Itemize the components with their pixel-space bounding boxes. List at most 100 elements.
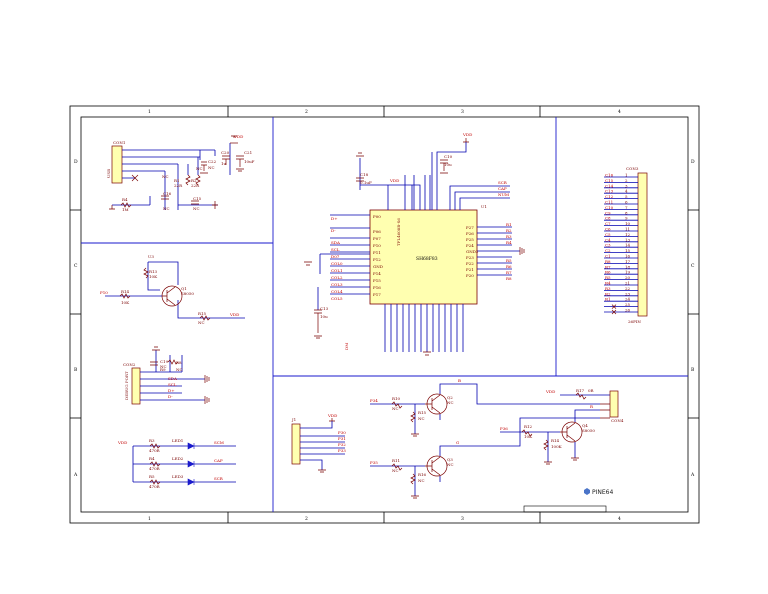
q2-val: NC: [447, 400, 454, 405]
res-r10-ref: R10: [392, 396, 401, 401]
switch-vdd: VDD: [229, 312, 239, 317]
mcu-left-sig-1: D-: [331, 228, 336, 233]
cap-c10-ref: C10: [444, 154, 453, 159]
matrix-pin-number: 22: [625, 286, 631, 291]
led-vdd: VDD: [117, 440, 127, 445]
matrix-net-label: C4: [605, 237, 611, 242]
cap-c19-val: NC: [160, 364, 167, 369]
debug-sig-dm: D-: [168, 394, 173, 399]
matrix-con-ref: CON3: [626, 166, 639, 171]
matrix-net-label: R7: [605, 264, 611, 269]
res-r14b-val: 100K: [551, 444, 563, 449]
mcu-bottom-label: DM: [344, 343, 349, 350]
cap-c10-val: 10u: [444, 162, 452, 167]
usb-nc-2: NC: [196, 166, 203, 171]
matrix-net-label: R1: [605, 297, 611, 302]
cap-c16-ref: C16: [163, 191, 172, 196]
matrix-pin-number: 13: [625, 237, 631, 242]
matrix-pin-number: 16: [625, 254, 631, 259]
no-connect-marker: [611, 304, 617, 309]
inner-frame: [80, 116, 689, 513]
row-label-d: D: [74, 159, 78, 165]
outer-frame: [69, 105, 700, 524]
res-r1-val: 22R: [174, 183, 183, 188]
res-r8-ref: R8: [176, 360, 182, 365]
driver-net-g: G: [456, 440, 459, 445]
mcu-right-pin-4: GND2: [466, 249, 479, 254]
brand-logo: PINE64: [584, 488, 613, 496]
matrix-pin-number: 24: [625, 297, 631, 302]
led2-sig: CAP: [214, 458, 223, 463]
matrix-pin-number: 12: [625, 232, 631, 237]
matrix-net-label: C11: [605, 200, 613, 205]
matrix-net-label: C2: [605, 248, 611, 253]
mcu-left-pin-0: P00: [373, 214, 381, 219]
driver-section: Q2 NC P34 R10 NC R15 NC B Q3 NC P35 R11 …: [370, 378, 624, 513]
mcu-left-sig-6: COL1: [331, 268, 343, 273]
debug-sig-dp: D+: [168, 388, 175, 393]
res-r17-val: 0R: [588, 388, 595, 393]
mcu-sig-num: NUM: [498, 192, 509, 197]
mcu-left-pin-5: P12: [373, 257, 381, 262]
matrix-pin-number: 1: [625, 173, 628, 178]
matrix-pin-number: 9: [625, 216, 628, 221]
res-r2-val: 22R: [191, 183, 200, 188]
led-r4-val: 470R: [149, 466, 161, 471]
mcu-right-sig-8: R8: [506, 276, 512, 281]
res-r13-val: 10K: [149, 274, 158, 279]
mcu-sig-scr: SCR: [498, 180, 508, 185]
cap-c13-ref: C13: [320, 306, 329, 311]
io-header: [291, 423, 301, 465]
res-r15b-ref: R15: [418, 410, 427, 415]
q1-val: S8050: [181, 291, 194, 296]
switch-section: U3 R13 10K Q1 S8050 P10 R14 10K R15 NC V…: [100, 254, 245, 325]
col-label-2: 2: [305, 109, 308, 115]
led-r5-val: 470R: [149, 484, 161, 489]
cap-c22-val: NC: [208, 165, 215, 170]
usb-connector: [111, 145, 123, 184]
driver-vdd: VDD: [545, 389, 555, 394]
debug-connector: [131, 367, 141, 405]
cap-c15-val: NC: [193, 206, 200, 211]
matrix-net-label: R2: [605, 291, 611, 296]
matrix-net-label: C7: [605, 221, 611, 226]
driver-net-r: R: [590, 404, 594, 409]
matrix-net-label: R4: [605, 281, 611, 286]
matrix-pin-number: 26: [625, 308, 631, 313]
matrix-pin-number: 2: [625, 178, 628, 183]
matrix-pin-number: 8: [625, 210, 628, 215]
led-r5-ref: R5: [149, 474, 155, 479]
matrix-net-label: C5: [605, 232, 611, 237]
mcu-left-sig-2: SDA: [331, 240, 340, 245]
res-r16-ref: R16: [418, 472, 427, 477]
switch-u3: U3: [148, 254, 154, 259]
driver-p34: P34: [370, 398, 378, 403]
matrix-net-label: R8: [605, 259, 611, 264]
matrix-net-label: C13: [605, 189, 614, 194]
mcu-right-pin-8: P20: [466, 273, 474, 278]
cap-c21-ref: C21: [244, 150, 252, 155]
cap-c15-ref: C15: [193, 196, 202, 201]
res-r13-ref: R13: [149, 269, 158, 274]
matrix-connector: [637, 172, 648, 317]
mcu-right-sig-7: R7: [506, 270, 512, 275]
matrix-pin-number: 7: [625, 205, 628, 210]
rgb-connector: [609, 390, 619, 418]
matrix-pin-number: 15: [625, 248, 631, 253]
mcu-left-sig-0: D+: [331, 216, 338, 221]
matrix-pin-number: 5: [625, 194, 628, 199]
mcu-right-pin-1: P26: [466, 231, 474, 236]
led1-icon: [187, 442, 195, 450]
res-r17-ref: R17: [576, 388, 585, 393]
col-label-3: 3: [461, 109, 464, 115]
cap-c18-val: 0.1uF: [360, 180, 372, 185]
io-pin-1: P31: [338, 436, 346, 441]
debug-section: CON2 DEBUG PORT C19 NC R9 NC R8 SDA SCL …: [123, 346, 210, 405]
row-label-a-right: A: [690, 472, 695, 478]
mcu-right-pin-0: P27: [466, 225, 474, 230]
usb-vdd: VDD: [233, 134, 243, 139]
q2-ref: Q2: [447, 395, 453, 400]
io-pin-0: P30: [338, 430, 346, 435]
mcu-left-pin-3: P10: [373, 243, 381, 248]
